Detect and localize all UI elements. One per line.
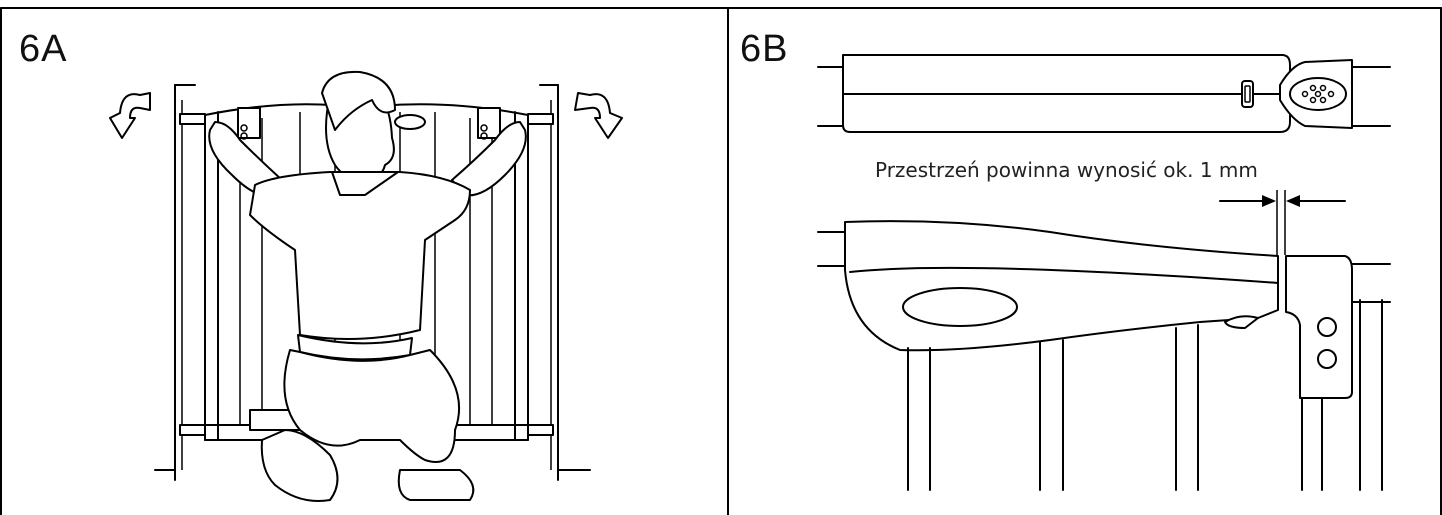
rotate-clockwise-arrow-icon bbox=[574, 92, 623, 139]
dial-dots bbox=[1301, 84, 1335, 104]
panel-6b-illustration bbox=[817, 54, 1391, 491]
gap-caption: Przestrzeń powinna wynosić ok. 1 mm bbox=[875, 158, 1258, 182]
top-rail-detail bbox=[817, 54, 1391, 133]
frame-borders bbox=[0, 7, 1442, 515]
panel-label-6a: 6A bbox=[19, 28, 68, 70]
panel-label-6b: 6B bbox=[740, 28, 789, 70]
kneeling-person-figure bbox=[208, 70, 527, 502]
right-door-frame bbox=[539, 84, 591, 481]
bottom-gate-detail bbox=[817, 220, 1391, 491]
gap-indicator-arrows bbox=[1219, 190, 1346, 255]
left-door-frame bbox=[154, 84, 196, 481]
rotate-counterclockwise-arrow-icon bbox=[109, 92, 151, 139]
panel-6a-illustration bbox=[109, 70, 623, 502]
